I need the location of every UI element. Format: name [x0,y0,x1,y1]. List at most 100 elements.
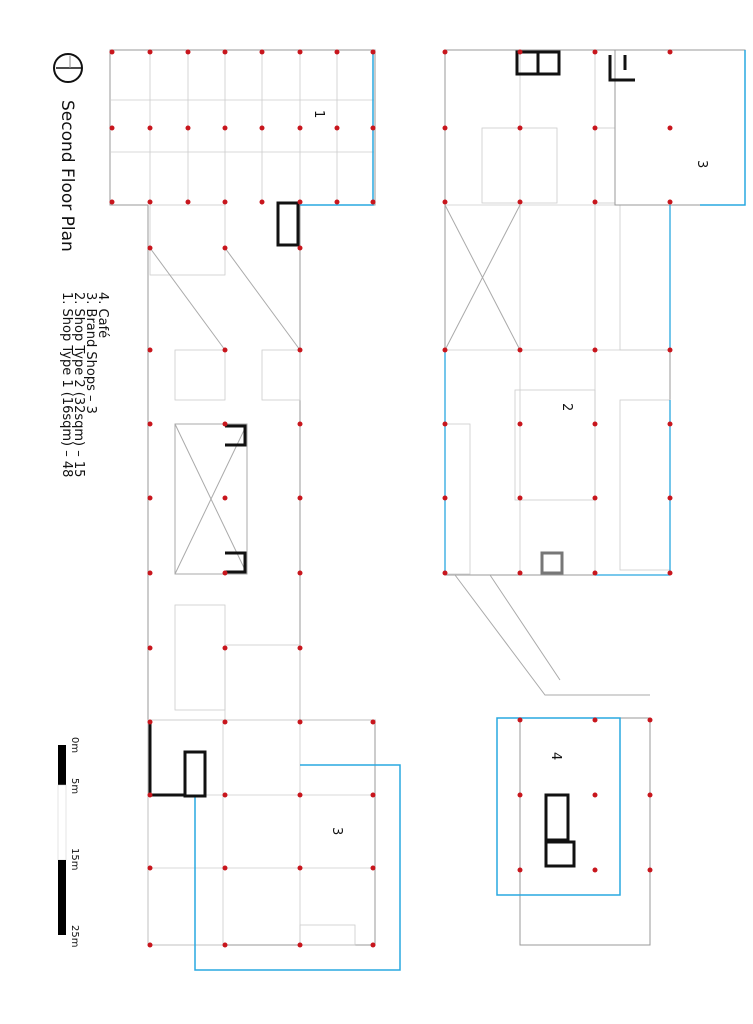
column-marker [147,495,153,501]
column-marker [517,495,523,501]
cafe-block [496,717,651,946]
scale-label: 0m [69,737,80,753]
column-marker [667,495,673,501]
legend-item: 1. Shop Type 1 (16sqm) – 48 [59,292,74,477]
column-marker [517,347,523,353]
column-marker [222,421,228,427]
scale-bar: 0m 5m 15m 25m [57,737,80,947]
column-marker [370,865,376,871]
column-marker [147,570,153,576]
column-marker [647,792,653,798]
room-label-cafe: 4 [548,752,563,760]
column-marker [297,49,303,55]
column-marker [222,570,228,576]
column-marker [517,792,523,798]
column-marker [297,495,303,501]
column-marker [517,49,523,55]
column-marker [222,645,228,651]
room-label-brand-shop: 3 [694,160,709,168]
column-marker [109,49,115,55]
column-marker [147,347,153,353]
column-marker [147,865,153,871]
column-marker [259,125,265,131]
column-marker [185,125,191,131]
legend-item: 4. Café [95,292,110,338]
column-marker [222,942,228,948]
column-marker [147,645,153,651]
column-marker [147,245,153,251]
column-marker [667,421,673,427]
column-marker [222,245,228,251]
column-marker [370,49,376,55]
column-marker [297,942,303,948]
column-marker [259,199,265,205]
column-marker [442,495,448,501]
column-marker [592,570,598,576]
right-wing [444,49,746,696]
column-marker [259,49,265,55]
column-marker [222,199,228,205]
column-marker [370,199,376,205]
legend-item: 3. Brand Shops – 3 [83,292,98,414]
column-marker [370,942,376,948]
column-marker [370,125,376,131]
column-marker [592,792,598,798]
column-marker [592,421,598,427]
column-marker [667,49,673,55]
column-marker [667,199,673,205]
room-label-shop-type-1: 1 [311,110,326,118]
column-marker [147,125,153,131]
column-marker [297,199,303,205]
column-marker [297,125,303,131]
column-marker [109,199,115,205]
column-marker [442,49,448,55]
column-marker [667,570,673,576]
column-marker [147,792,153,798]
column-marker [297,347,303,353]
column-marker [517,867,523,873]
column-marker [147,942,153,948]
column-marker [442,570,448,576]
column-marker [222,347,228,353]
column-marker [442,421,448,427]
column-marker [647,717,653,723]
column-marker [592,199,598,205]
column-marker [222,792,228,798]
column-marker [592,347,598,353]
column-marker [667,347,673,353]
column-marker [222,495,228,501]
room-label-brand-shop: 3 [329,827,344,835]
column-marker [647,867,653,873]
column-marker [297,719,303,725]
column-marker [334,49,340,55]
column-marker [297,570,303,576]
column-marker [147,49,153,55]
room-label-shop-type-2: 2 [559,403,574,411]
scale-label: 25m [69,925,80,947]
column-marker [222,125,228,131]
column-marker [442,125,448,131]
column-marker [370,792,376,798]
column-marker [592,49,598,55]
column-marker [592,867,598,873]
left-wing [109,49,401,971]
legend-item: 2. Shop Type 2 (32sqm) – 15 [71,292,86,477]
column-marker [297,245,303,251]
column-marker [297,865,303,871]
column-marker [517,570,523,576]
column-marker [334,199,340,205]
plan-title: Second Floor Plan [57,100,77,252]
column-marker [297,792,303,798]
column-marker [592,717,598,723]
column-marker [517,421,523,427]
scale-label: 15m [69,848,80,870]
column-marker [222,49,228,55]
north-arrow-icon [53,53,83,83]
column-marker [185,49,191,55]
column-marker [147,719,153,725]
column-marker [517,717,523,723]
column-marker [109,125,115,131]
column-marker [297,645,303,651]
column-marker [442,347,448,353]
